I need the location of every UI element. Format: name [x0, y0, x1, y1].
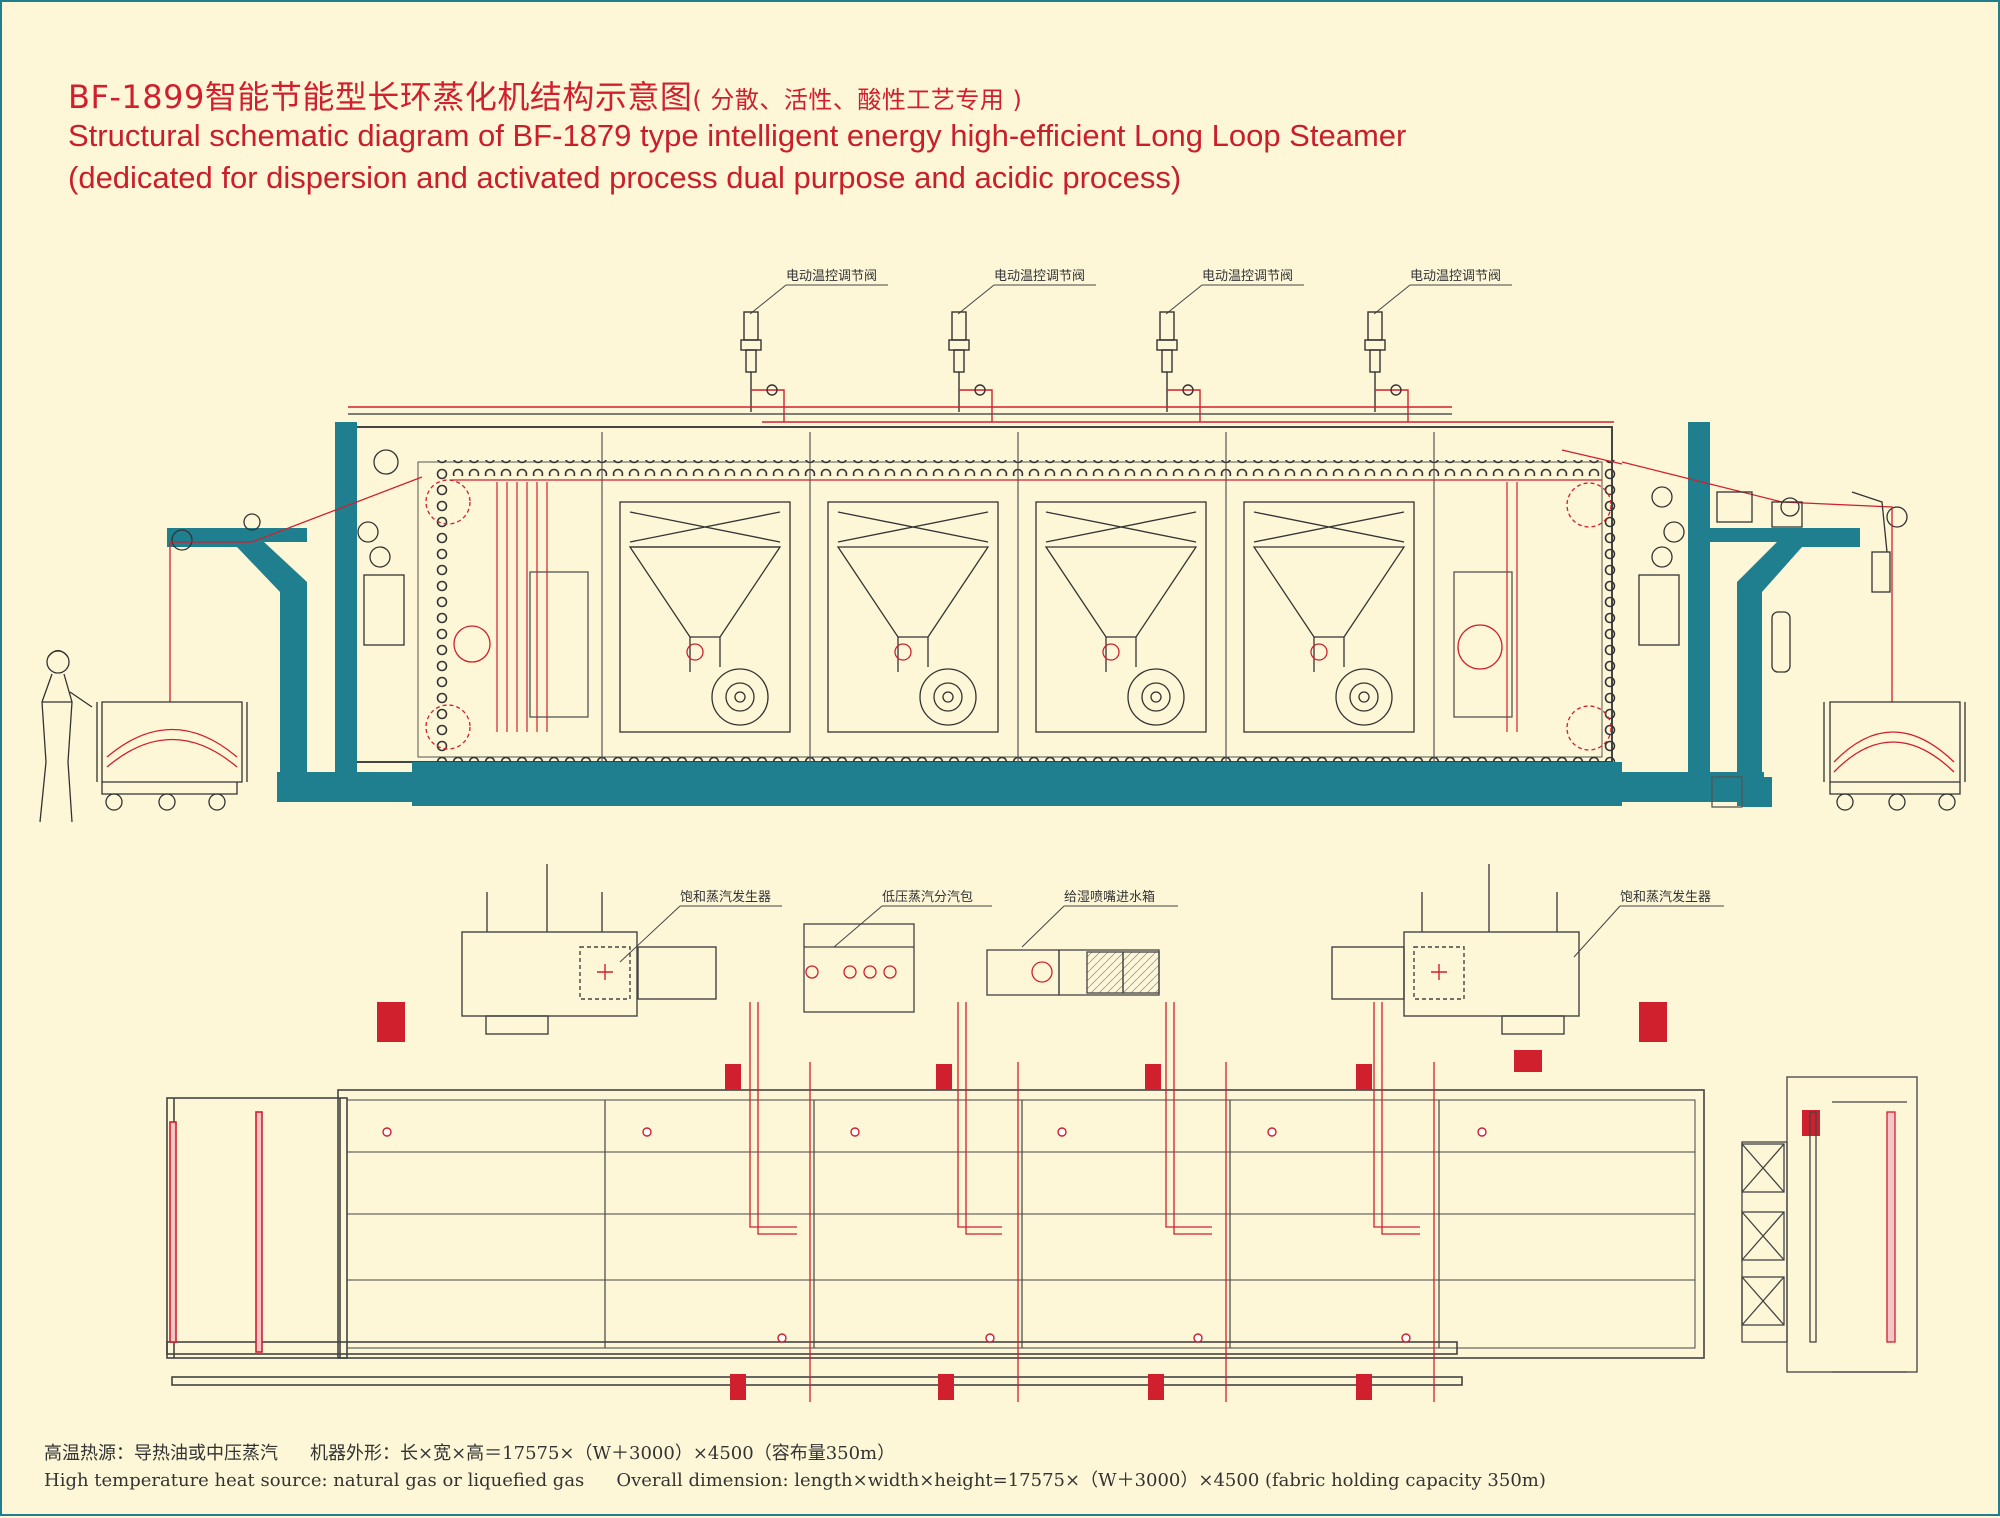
plan-callouts: 饱和蒸汽发生器 低压蒸汽分汽包 给湿喷嘴进水箱 饱和蒸汽发生器 — [619, 889, 1724, 963]
left-access-door — [529, 571, 589, 718]
upper-roller-row — [434, 460, 1618, 476]
heater-unit — [619, 501, 791, 733]
footer-chinese: 高温热源：导热油或中压蒸汽 机器外形：长×宽×高＝17575×（W＋3000）×4… — [44, 1439, 895, 1465]
title-chinese: BF-1899智能节能型长环蒸化机结构示意图( 分散、活性、酸性工艺专用 ) — [68, 72, 1022, 118]
steamer-housing — [353, 426, 1618, 770]
title-chinese-sub: ( 分散、活性、酸性工艺专用 ) — [692, 86, 1023, 114]
side-view: 电动温控调节阀 电动温控调节阀 电动温控调节阀 电动温控调节阀 — [39, 269, 1966, 823]
heating-compartments — [425, 479, 1612, 751]
valve-label-3: 电动温控调节阀 — [1202, 269, 1293, 284]
plan-view: 饱和蒸汽发生器 低压蒸汽分汽包 给湿喷嘴进水箱 饱和蒸汽发生器 — [166, 864, 1918, 1402]
temperature-control-valves — [740, 311, 1409, 422]
plan-steam-pipes — [749, 1002, 1435, 1402]
control-valve — [740, 311, 785, 422]
plan-pumps — [377, 1002, 1820, 1400]
operator-figure — [39, 649, 93, 823]
footer-cn-dimension: 机器外形：长×宽×高＝17575×（W＋3000）×4500（容布量350m） — [310, 1443, 896, 1464]
fabric-path — [169, 449, 1893, 702]
valve-callouts: 电动温控调节阀 电动温控调节阀 电动温控调节阀 电动温控调节阀 — [749, 269, 1512, 315]
footer-cn-heat-source: 高温热源：导热油或中压蒸汽 — [44, 1443, 278, 1464]
valve-label-1: 电动温控调节阀 — [786, 269, 877, 284]
title-english-line1: Structural schematic diagram of BF-1879 … — [68, 118, 1407, 153]
title-english-line2: (dedicated for dispersion and activated … — [68, 160, 1182, 195]
control-valve — [1364, 311, 1409, 422]
teal-frame — [167, 422, 1860, 807]
outlet-bin — [1823, 701, 1966, 811]
water-tank — [986, 949, 1160, 996]
right-access-door — [1453, 571, 1513, 718]
plan-machine-outline — [166, 1089, 1705, 1386]
title-chinese-main: BF-1899智能节能型长环蒸化机结构示意图 — [68, 78, 693, 116]
valve-label-2: 电动温控调节阀 — [994, 269, 1085, 284]
label-generator-right: 饱和蒸汽发生器 — [1620, 889, 1711, 905]
left-roller-column — [434, 476, 450, 754]
top-steam-pipe — [348, 406, 1614, 423]
heater-unit — [1243, 501, 1415, 733]
label-generator-left: 饱和蒸汽发生器 — [680, 889, 771, 905]
footer-english: High temperature heat source: natural ga… — [44, 1466, 1546, 1492]
fan-box — [1741, 1143, 1785, 1326]
low-pressure-header — [803, 923, 915, 1013]
footer-en-dimension: Overall dimension: length×width×height=1… — [616, 1470, 1546, 1491]
inlet-bin — [96, 701, 248, 811]
heater-unit — [827, 501, 999, 733]
plan-markers — [382, 1127, 1487, 1343]
label-low-pressure-header: 低压蒸汽分汽包 — [882, 890, 973, 905]
steam-generator-right — [1331, 864, 1580, 1035]
plan-outlet-end — [1741, 1076, 1918, 1373]
outlet-mechanism — [1711, 491, 1891, 808]
right-roller-column — [1602, 476, 1618, 754]
heater-unit — [1035, 501, 1207, 733]
label-water-tank: 给湿喷嘴进水箱 — [1064, 889, 1155, 905]
control-valve — [1156, 311, 1201, 422]
side-rollers — [171, 449, 1908, 646]
steam-generator-left — [461, 864, 717, 1035]
control-valve — [948, 311, 993, 422]
steam-generators — [461, 864, 1580, 1035]
valve-label-4: 电动温控调节阀 — [1410, 269, 1501, 284]
fabric-bins — [96, 701, 1966, 811]
footer-en-heat-source: High temperature heat source: natural ga… — [44, 1470, 585, 1491]
